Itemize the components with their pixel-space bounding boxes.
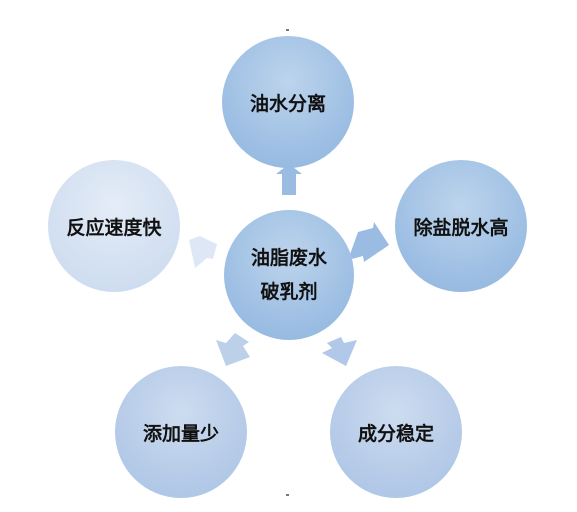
node-bottom-left: 添加量少 (115, 366, 247, 498)
node-center: 油脂废水 破乳剂 (224, 210, 354, 340)
arrow-up (276, 164, 302, 195)
node-left-label: 反应速度快 (66, 216, 162, 239)
arrow-right (348, 222, 389, 262)
arrow-left (189, 236, 217, 268)
node-right-label: 除盐脱水高 (413, 216, 509, 239)
node-bottom-left-label: 添加量少 (142, 422, 219, 445)
arrow-down-right (322, 337, 357, 366)
node-bottom-right-label: 成分稳定 (357, 422, 434, 445)
bottom-marker (286, 494, 289, 496)
arrow-down-left (216, 333, 250, 366)
node-top-label: 油水分离 (249, 92, 326, 115)
node-bottom-right: 成分稳定 (330, 366, 462, 498)
center-label-line1: 油脂废水 (250, 247, 327, 269)
center-label-line2: 破乳剂 (260, 281, 318, 303)
node-left: 反应速度快 (48, 160, 180, 292)
node-top: 油水分离 (222, 36, 354, 168)
node-right: 除盐脱水高 (395, 160, 527, 292)
top-marker (286, 29, 289, 31)
